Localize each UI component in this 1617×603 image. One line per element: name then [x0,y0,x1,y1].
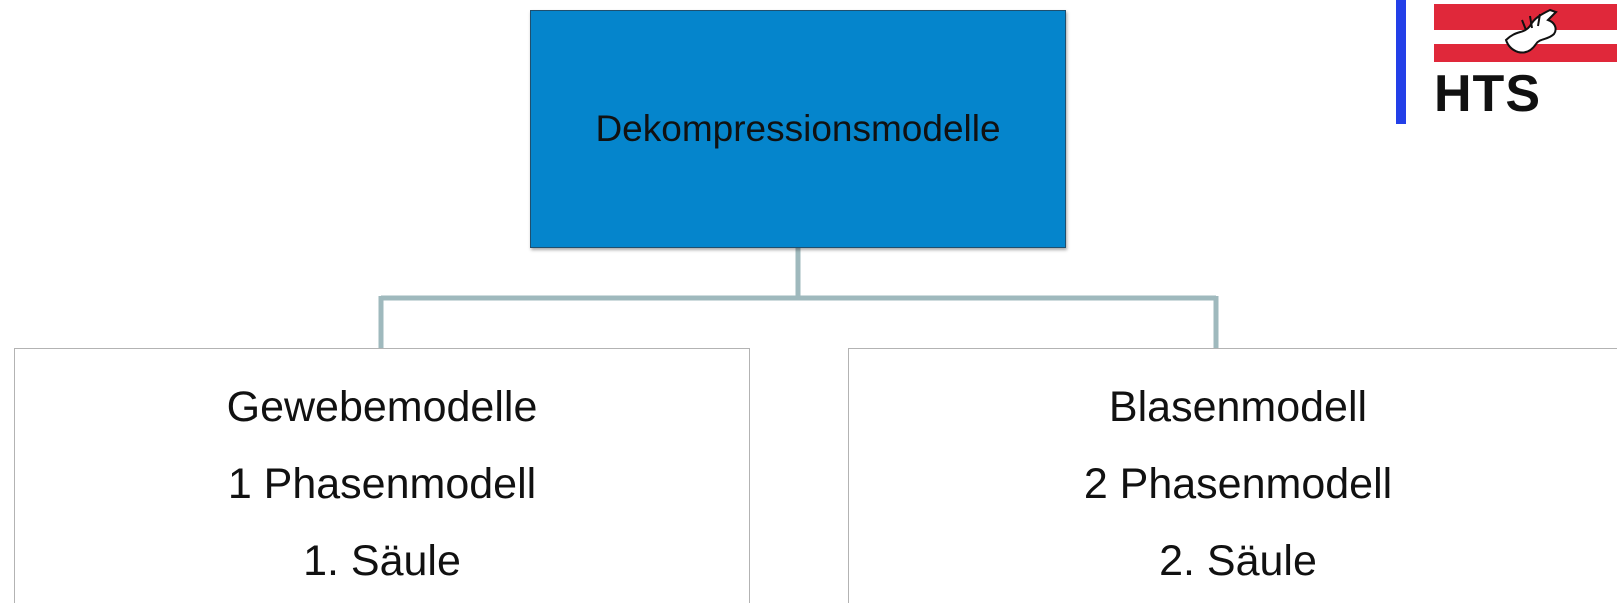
logo-blue-bar [1396,0,1406,124]
eagle-icon [1504,8,1558,54]
child-left-pillar: 1. Säule [303,537,461,585]
root-node-label: Dekompressionsmodelle [595,108,1001,149]
root-node: Dekompressionsmodelle [530,10,1066,248]
child-right-title: Blasenmodell [1108,383,1368,431]
hts-logo: HTS [1396,0,1617,124]
child-node-left: Gewebemodelle 1 Phasenmodell 1. Säule [14,348,750,603]
logo-text: HTS [1434,65,1541,123]
child-left-phase: 1 Phasenmodell [227,460,537,508]
child-node-right: Blasenmodell 2 Phasenmodell 2. Säule [848,348,1617,603]
child-right-pillar: 2. Säule [1159,537,1317,585]
logo-red-stripe-top [1434,4,1617,30]
child-right-phase: 2 Phasenmodell [1083,460,1393,508]
child-left-title: Gewebemodelle [226,383,538,431]
